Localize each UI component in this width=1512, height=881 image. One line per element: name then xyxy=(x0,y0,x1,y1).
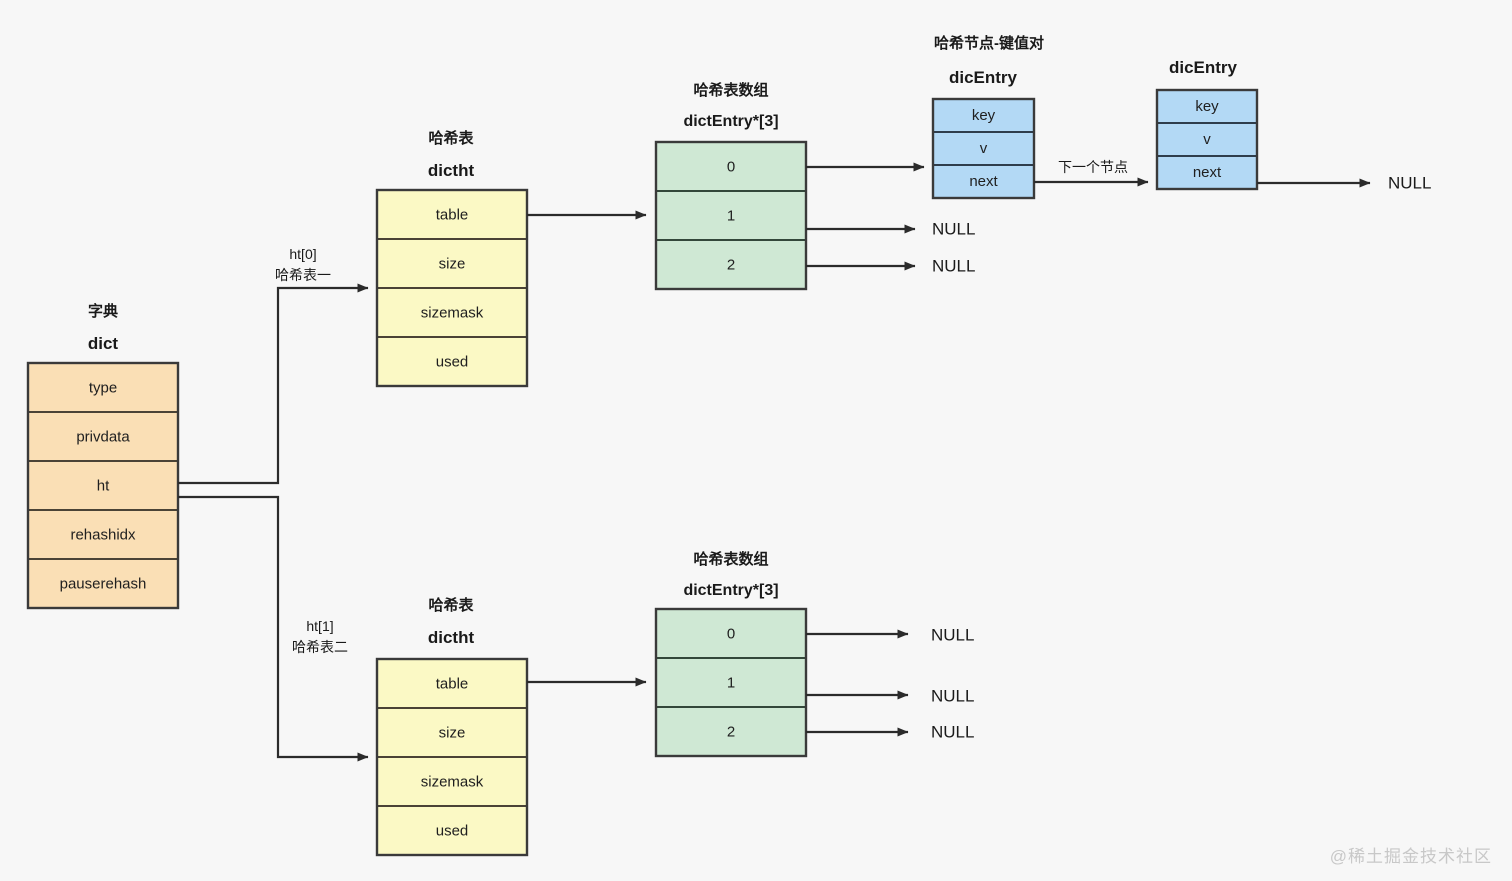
dict-caption-cn: 字典 xyxy=(88,302,118,320)
entry2-field-key-label: key xyxy=(1195,98,1219,115)
array0-caption-cn: 哈希表数组 xyxy=(693,81,768,99)
entry2-field-next-label: next xyxy=(1193,164,1222,181)
dict-struct-outline xyxy=(26,361,180,610)
array0-slot-2-cell xyxy=(655,239,807,290)
array0-caption-en: dictEntry*[3] xyxy=(683,113,778,130)
array0-box: 0 1 2 xyxy=(654,140,808,291)
array1-slot-1-label: 1 xyxy=(727,674,735,691)
dict-struct-box: type privdata ht rehashidx pauserehash xyxy=(26,361,180,610)
dict-field-pauserehash-label: pauserehash xyxy=(60,575,147,592)
edge-dict-to-dictht0 xyxy=(178,283,369,485)
entry-group-caption-cn: 哈希节点-键值对 xyxy=(934,34,1044,52)
dictht1-field-table-label: table xyxy=(436,675,469,692)
edge-ht0-label-line2: 哈希表一 xyxy=(275,267,331,283)
edge-dict-to-dictht1 xyxy=(178,495,369,762)
dict-field-ht-label: ht xyxy=(97,477,110,494)
dictht1-field-size-label: size xyxy=(439,724,466,741)
entry2-field-v-cell xyxy=(1156,122,1258,157)
entry2-field-v-label: v xyxy=(1203,131,1211,148)
dictht1-field-used-cell xyxy=(376,805,528,856)
array1-slot2-null-label: NULL xyxy=(931,722,974,741)
edge-ht1-label-line1: ht[1] xyxy=(306,618,333,634)
entry1-outline xyxy=(931,97,1036,200)
array1-slot1-null-label: NULL xyxy=(931,686,974,705)
dictht0-caption-en: dictht xyxy=(428,161,475,180)
array0-outline xyxy=(654,140,808,291)
dictht0-field-used-label: used xyxy=(436,353,469,370)
entry1-box: key v next xyxy=(931,97,1036,200)
edge-ht0-label-line1: ht[0] xyxy=(289,246,316,262)
dictht1-struct-outline xyxy=(375,657,529,857)
array0-slot-2-label: 2 xyxy=(727,256,735,273)
edge-next-node-label: 下一个节点 xyxy=(1058,159,1128,175)
dict-field-type-label: type xyxy=(89,379,117,396)
dict-field-privdata-label: privdata xyxy=(76,428,130,445)
entry2-box: key v next xyxy=(1155,88,1259,191)
entry1-field-v-label: v xyxy=(980,140,988,157)
array1-caption-cn: 哈希表数组 xyxy=(693,550,768,568)
dictht1-field-used-label: used xyxy=(436,822,469,839)
entry2-caption-en: dicEntry xyxy=(1169,58,1238,77)
entry1-field-key-label: key xyxy=(972,107,996,124)
array1-box: 0 1 2 xyxy=(654,607,808,758)
dictht0-caption-cn: 哈希表 xyxy=(428,129,474,147)
dict-caption-en: dict xyxy=(88,334,119,353)
array1-slot0-null-label: NULL xyxy=(931,625,974,644)
dictht0-struct-box: table size sizemask used xyxy=(375,188,529,388)
array1-slot-2-label: 2 xyxy=(727,723,735,740)
dictht1-caption-cn: 哈希表 xyxy=(428,596,474,614)
array1-slot-0-label: 0 xyxy=(727,625,735,642)
edge-ht1-label-line2: 哈希表二 xyxy=(292,639,348,655)
array0-slot2-null-label: NULL xyxy=(932,256,975,275)
array0-slot1-null-label: NULL xyxy=(932,219,975,238)
array1-slot-1-cell xyxy=(655,657,807,708)
dictht1-caption-en: dictht xyxy=(428,628,475,647)
entry1-field-v-cell xyxy=(932,131,1035,166)
entry1-field-next-label: next xyxy=(969,173,998,190)
array1-outline xyxy=(654,607,808,758)
dictht0-field-table-label: table xyxy=(436,206,469,223)
dict-field-privdata-cell xyxy=(27,411,179,462)
array0-slot-0-label: 0 xyxy=(727,158,735,175)
dictht0-field-size-label: size xyxy=(439,255,466,272)
dictht0-field-sizemask-label: sizemask xyxy=(421,304,484,321)
dictht1-field-sizemask-label: sizemask xyxy=(421,773,484,790)
entry1-caption-en: dicEntry xyxy=(949,68,1018,87)
entry1-field-next-cell xyxy=(932,164,1035,199)
array0-slot-1-label: 1 xyxy=(727,207,735,224)
dict-field-rehashidx-label: rehashidx xyxy=(70,526,136,543)
dictht0-field-used-cell xyxy=(376,336,528,387)
watermark: @稀土掘金技术社区 xyxy=(1329,847,1492,866)
entry2-outline xyxy=(1155,88,1259,191)
array1-caption-en: dictEntry*[3] xyxy=(683,582,778,599)
dictht1-struct-box: table size sizemask used xyxy=(375,657,529,857)
entry2-next-null-label: NULL xyxy=(1388,173,1431,192)
dictht0-struct-outline xyxy=(375,188,529,388)
